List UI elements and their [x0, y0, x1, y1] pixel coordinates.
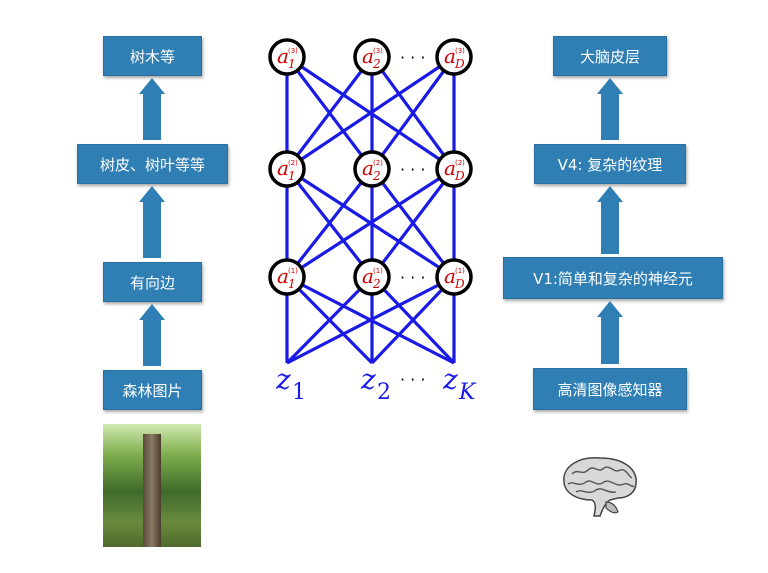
network-edge: [286, 55, 455, 171]
node-superscript: (2): [455, 159, 465, 167]
network-node: [268, 38, 306, 76]
right-box-3-label: V1:简单和复杂的神经元: [533, 269, 693, 288]
tree-trunk: [143, 434, 161, 547]
right-arrow-2: [597, 186, 623, 254]
network-edge: [370, 168, 456, 278]
network-node: [353, 150, 391, 188]
left-box-bottom: 森林图片: [103, 370, 202, 410]
node-label: a: [362, 264, 374, 288]
node-label: a: [444, 156, 456, 180]
left-box-2: 树皮、树叶等等: [77, 144, 228, 184]
brain-illustration: [563, 457, 637, 517]
node-superscript: (1): [288, 267, 298, 275]
right-box-bottom: 高清图像感知器: [533, 368, 687, 410]
right-arrow-1: [597, 78, 623, 140]
node-subscript: 2: [372, 57, 381, 71]
input-label: z: [442, 363, 458, 396]
left-box-top: 树木等: [103, 36, 202, 76]
node-superscript: (1): [455, 267, 465, 275]
node-subscript: 2: [372, 169, 381, 183]
network-edge: [285, 275, 374, 365]
network-node: [435, 38, 473, 76]
node-label: a: [362, 156, 374, 180]
right-box-2: V4: 复杂的纹理: [534, 144, 686, 184]
network-node: [353, 258, 391, 296]
network-edge: [285, 168, 374, 278]
input-subscript: 2: [377, 380, 391, 405]
node-label: a: [277, 44, 289, 68]
network-node: [435, 258, 473, 296]
node-label: a: [277, 156, 289, 180]
ellipsis-dots: · · ·: [400, 48, 425, 67]
node-subscript: D: [454, 169, 465, 183]
network-edge: [370, 275, 456, 365]
network-edge: [370, 56, 456, 170]
ellipsis-dots: · · ·: [400, 370, 425, 389]
network-node: [435, 150, 473, 188]
node-label: a: [277, 264, 289, 288]
input-label: z: [360, 363, 376, 396]
right-box-3: V1:简单和复杂的神经元: [503, 257, 723, 299]
ellipsis-dots: · · ·: [400, 268, 425, 287]
node-label: a: [444, 44, 456, 68]
network-edge: [286, 275, 455, 365]
network-edge: [286, 167, 455, 279]
node-subscript: D: [454, 57, 465, 71]
right-box-bottom-label: 高清图像感知器: [557, 380, 663, 399]
network-node: [268, 258, 306, 296]
right-box-top: 大脑皮层: [553, 36, 667, 76]
right-box-2-label: V4: 复杂的纹理: [557, 155, 663, 174]
node-superscript: (3): [373, 47, 383, 55]
node-superscript: (3): [455, 47, 465, 55]
node-superscript: (2): [373, 159, 383, 167]
input-label: z: [275, 363, 291, 396]
node-subscript: D: [454, 277, 465, 291]
left-arrow-2: [139, 186, 165, 258]
left-arrow-1: [139, 78, 165, 140]
network-edge: [285, 56, 374, 170]
node-subscript: 1: [288, 57, 296, 71]
node-label: a: [444, 264, 456, 288]
node-subscript: 2: [372, 277, 381, 291]
node-superscript: (2): [288, 159, 298, 167]
left-arrow-3: [139, 304, 165, 366]
node-subscript: 1: [288, 169, 296, 183]
node-superscript: (1): [373, 267, 383, 275]
left-box-3: 有向边: [103, 262, 202, 302]
right-box-top-label: 大脑皮层: [579, 47, 640, 66]
forest-photo: [103, 424, 201, 547]
left-box-2-label: 树皮、树叶等等: [99, 155, 205, 174]
ellipsis-dots: · · ·: [400, 160, 425, 179]
input-subscript: 1: [292, 380, 306, 405]
input-subscript: K: [458, 380, 477, 405]
left-box-3-label: 有向边: [129, 273, 175, 292]
node-superscript: (3): [288, 47, 298, 55]
node-label: a: [362, 44, 374, 68]
right-arrow-3: [597, 301, 623, 364]
left-box-top-label: 树木等: [129, 47, 175, 66]
left-box-bottom-label: 森林图片: [122, 381, 183, 400]
node-subscript: 1: [288, 277, 296, 291]
network-node: [353, 38, 391, 76]
network-node: [268, 150, 306, 188]
